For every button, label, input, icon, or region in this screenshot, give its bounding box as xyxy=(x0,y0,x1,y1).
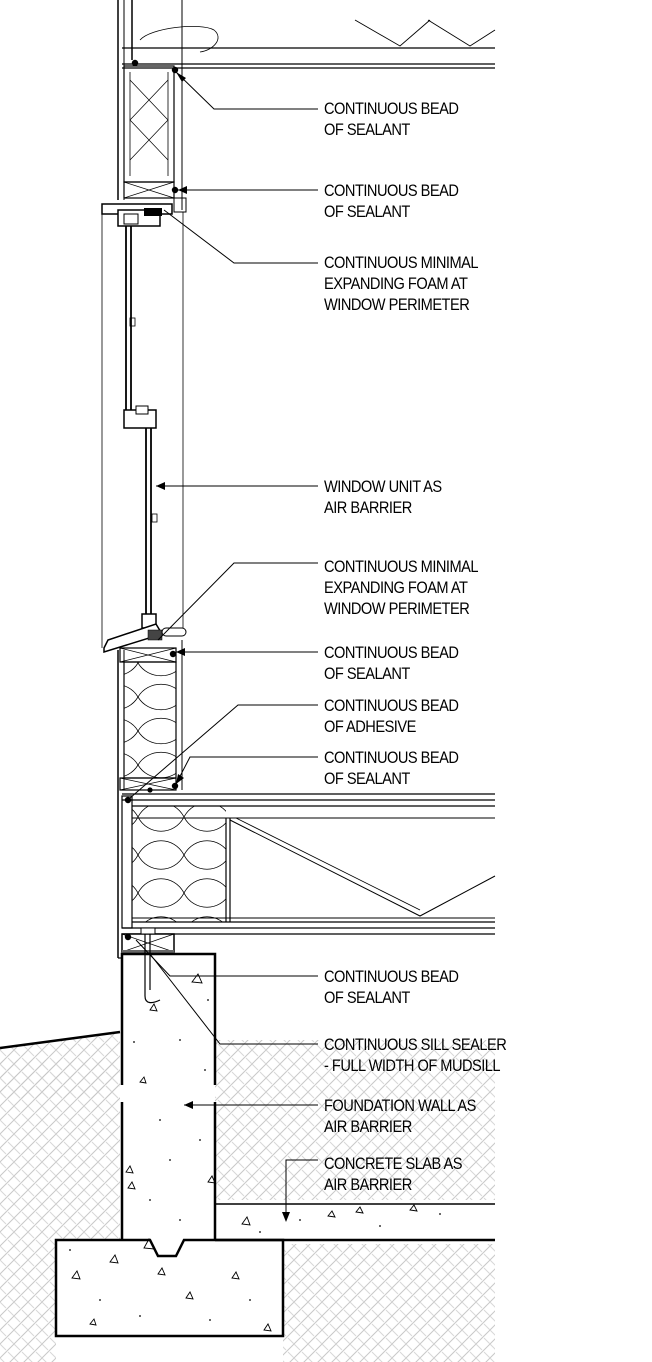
callout-line: OF SEALANT xyxy=(324,769,410,788)
callout-line: EXPANDING FOAM AT xyxy=(324,274,468,293)
callout-foam-sill: CONTINUOUS MINIMAL EXPANDING FOAM AT WIN… xyxy=(324,556,478,619)
callout-line: CONTINUOUS BEAD xyxy=(324,696,459,715)
callout-line: CONTINUOUS BEAD xyxy=(324,967,459,986)
callout-line: AIR BARRIER xyxy=(324,1175,412,1194)
callout-line: - FULL WIDTH OF MUDSILL xyxy=(324,1056,501,1075)
callout-line: OF SEALANT xyxy=(324,202,410,221)
callout-adhesive: CONTINUOUS BEAD OF ADHESIVE xyxy=(324,695,459,737)
callout-line: AIR BARRIER xyxy=(324,498,412,517)
callout-line: OF ADHESIVE xyxy=(324,717,416,736)
callout-sealant-head: CONTINUOUS BEAD OF SEALANT xyxy=(324,180,459,222)
callout-line: OF SEALANT xyxy=(324,988,410,1007)
callout-line: WINDOW PERIMETER xyxy=(324,295,470,314)
callout-line: EXPANDING FOAM AT xyxy=(324,578,468,597)
callout-line: CONTINUOUS SILL SEALER xyxy=(324,1035,507,1054)
callout-line: CONCRETE SLAB AS xyxy=(324,1154,463,1173)
callout-sealant-top: CONTINUOUS BEAD OF SEALANT xyxy=(324,98,459,140)
callout-line: WINDOW UNIT AS xyxy=(324,477,442,496)
upper-floor-framing xyxy=(122,19,496,69)
callout-line: CONTINUOUS BEAD xyxy=(324,99,459,118)
concrete-slab xyxy=(215,1203,495,1242)
foundation-wall xyxy=(118,952,217,1240)
window-head xyxy=(101,203,173,227)
callout-sealant-sill: CONTINUOUS BEAD OF SEALANT xyxy=(324,642,459,684)
leader-lines xyxy=(129,71,318,1220)
callout-foundation-air-barrier: FOUNDATION WALL AS AIR BARRIER xyxy=(324,1095,476,1137)
callout-line: OF SEALANT xyxy=(324,120,410,139)
callout-foam-head: CONTINUOUS MINIMAL EXPANDING FOAM AT WIN… xyxy=(324,252,478,315)
callout-line: CONTINUOUS BEAD xyxy=(324,181,459,200)
upper-wall-stud xyxy=(117,0,187,213)
callout-slab-air-barrier: CONCRETE SLAB AS AIR BARRIER xyxy=(324,1153,463,1195)
callout-window-air-barrier: WINDOW UNIT AS AIR BARRIER xyxy=(324,476,442,518)
callout-sealant-floor: CONTINUOUS BEAD OF SEALANT xyxy=(324,747,459,789)
callout-sealant-mudsill: CONTINUOUS BEAD OF SEALANT xyxy=(324,966,459,1008)
callout-line: FOUNDATION WALL AS xyxy=(324,1096,476,1115)
footing xyxy=(54,1238,285,1338)
callout-line: CONTINUOUS MINIMAL xyxy=(324,557,478,576)
callout-line: OF SEALANT xyxy=(324,664,410,683)
callout-sill-sealer: CONTINUOUS SILL SEALER - FULL WIDTH OF M… xyxy=(324,1034,507,1076)
callout-line: CONTINUOUS BEAD xyxy=(324,748,459,767)
callout-line: WINDOW PERIMETER xyxy=(324,599,470,618)
callout-line: AIR BARRIER xyxy=(324,1117,412,1136)
callout-line: CONTINUOUS MINIMAL xyxy=(324,253,478,272)
callout-line: CONTINUOUS BEAD xyxy=(324,643,459,662)
sealant-beads xyxy=(124,59,179,941)
window-sill xyxy=(103,623,187,654)
floor-system xyxy=(121,793,496,935)
window-unit xyxy=(101,212,184,648)
earth-hatch xyxy=(0,1030,495,1362)
concrete-aggregate xyxy=(69,973,441,1332)
leader-arrowheads xyxy=(156,72,290,1222)
